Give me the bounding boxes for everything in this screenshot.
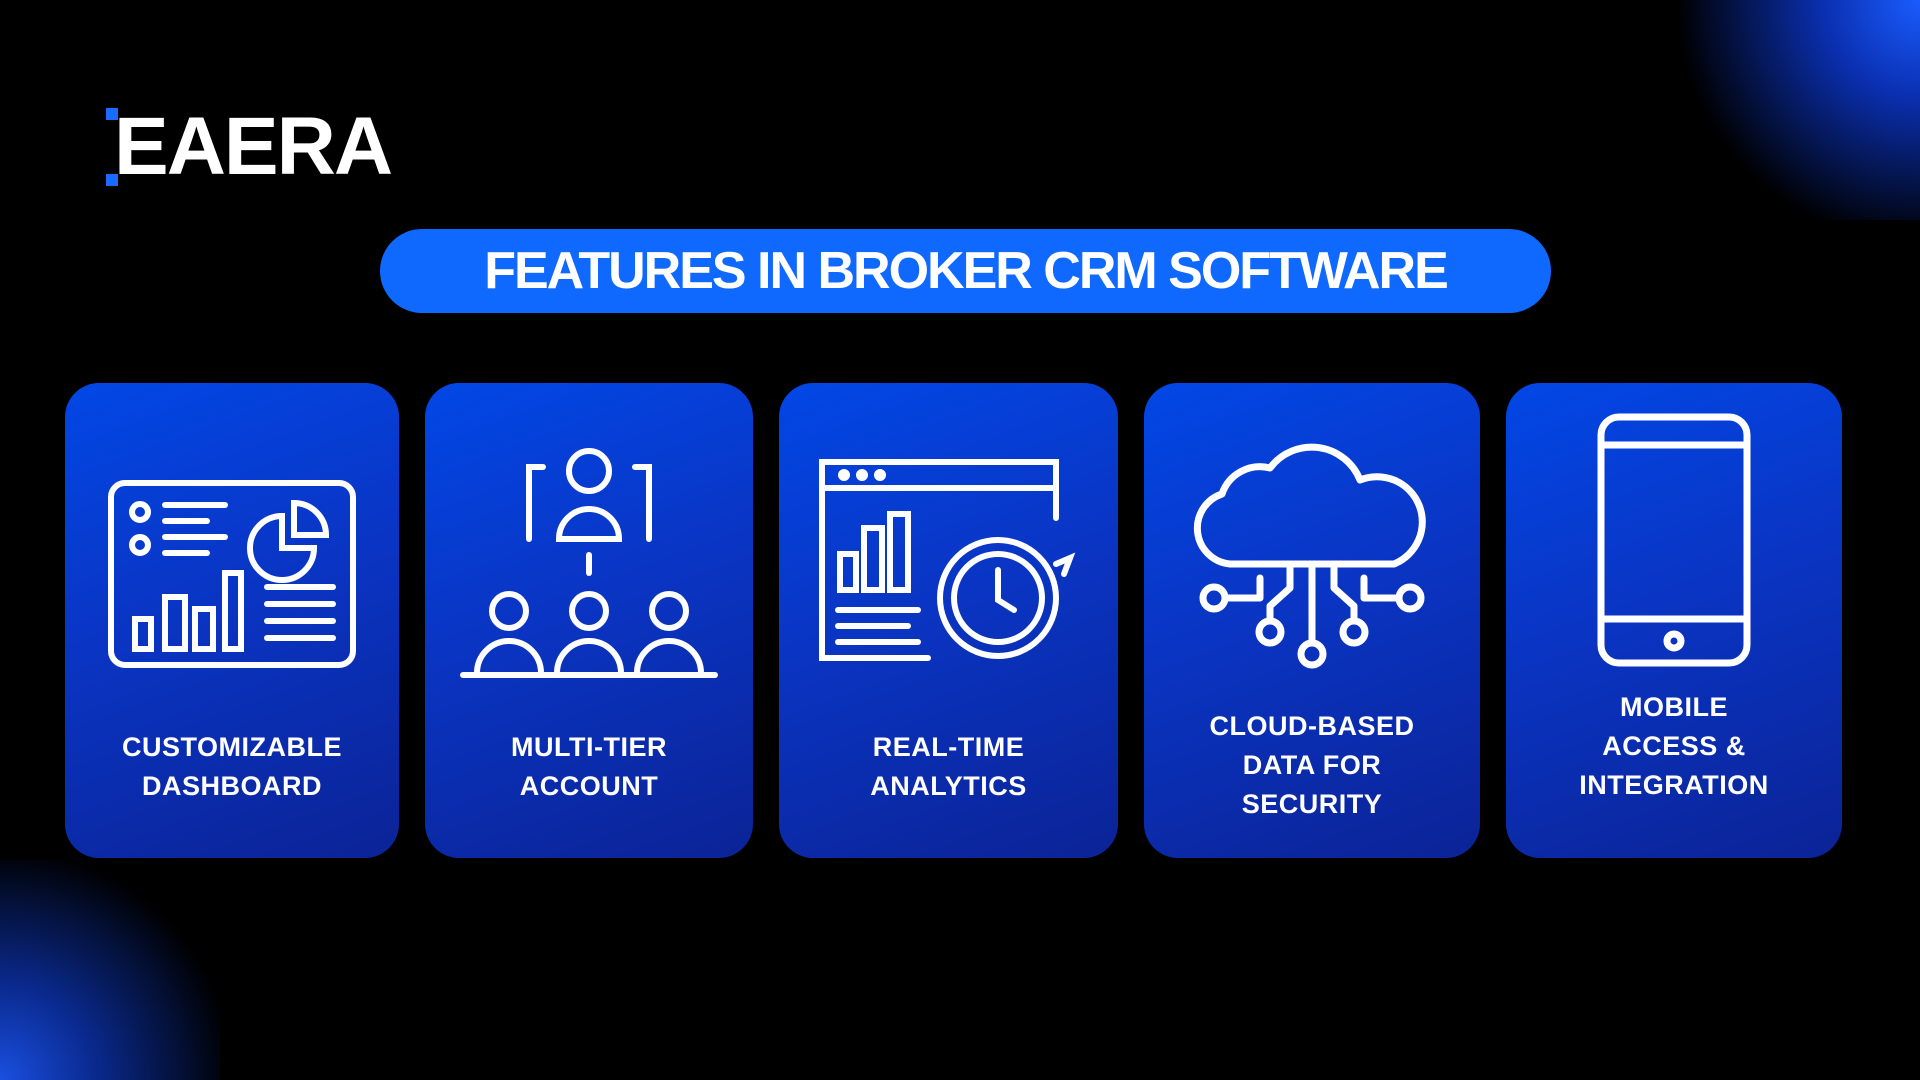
cloud-network-icon — [1193, 443, 1426, 669]
smartphone-icon — [1597, 413, 1751, 667]
dashboard-icon — [108, 480, 356, 668]
feature-card-multi-tier: MULTI-TIER ACCOUNT — [425, 383, 753, 858]
title-banner: FEATURES IN BROKER CRM SOFTWARE — [380, 229, 1551, 313]
logo-square — [106, 108, 118, 120]
corner-glow — [0, 860, 220, 1080]
corner-glow — [1680, 0, 1920, 220]
feature-label: CUSTOMIZABLE DASHBOARD — [122, 732, 342, 801]
eaera-logo: EAERA — [106, 104, 393, 190]
logo-text: EAERA — [114, 101, 393, 192]
page-title: FEATURES IN BROKER CRM SOFTWARE — [484, 242, 1449, 300]
analytics-clock-icon — [818, 459, 1075, 661]
logo-square — [106, 174, 118, 186]
hierarchy-users-icon — [460, 448, 718, 678]
feature-label: REAL-TIME ANALYTICS — [870, 732, 1027, 801]
feature-card-analytics: REAL-TIME ANALYTICS — [779, 383, 1118, 858]
feature-card-dashboard: CUSTOMIZABLE DASHBOARD — [65, 383, 399, 858]
feature-label: CLOUD-BASED DATA FOR SECURITY — [1209, 711, 1415, 819]
feature-label: MULTI-TIER ACCOUNT — [511, 732, 667, 801]
feature-card-mobile: MOBILE ACCESS & INTEGRATION — [1506, 383, 1842, 858]
feature-card-cloud: CLOUD-BASED DATA FOR SECURITY — [1144, 383, 1480, 858]
feature-label: MOBILE ACCESS & INTEGRATION — [1579, 692, 1769, 800]
